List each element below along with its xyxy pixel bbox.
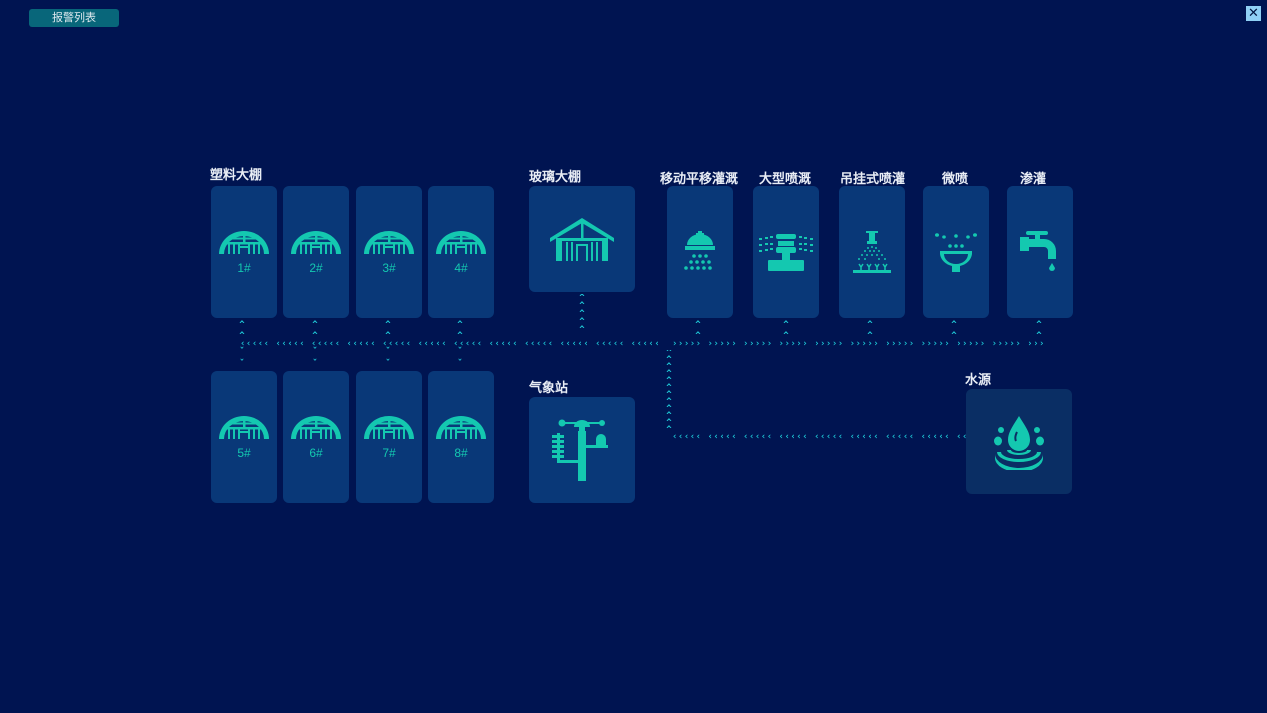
greenhouse-card-2[interactable]: 2# (283, 186, 349, 318)
pipe-to-micro-spray: ^^ (951, 320, 957, 341)
greenhouse-card-7[interactable]: 7# (356, 371, 422, 503)
main-pipe-left: ‹‹‹‹‹ ‹‹‹‹‹ ‹‹‹‹‹ ‹‹‹‹‹ ‹‹‹‹‹ ‹‹‹‹‹ ‹‹‹‹… (240, 339, 664, 349)
greenhouse-number: 2# (309, 261, 323, 275)
sprinkler-icon (759, 234, 813, 271)
glass-greenhouse-icon (550, 218, 614, 261)
pipe-to-glass-greenhouse: ^^^^^ (579, 294, 585, 335)
greenhouse-number: 5# (237, 446, 251, 460)
large-sprinkler-label: 大型喷溉 (759, 171, 812, 186)
greenhouse-number: 6# (309, 446, 323, 460)
plastic-greenhouse-label: 塑料大棚 (210, 167, 263, 182)
greenhouse-arch-icon (362, 414, 416, 440)
weather-station-icon (552, 419, 608, 481)
drip-irrigation-label: 渗灌 (1020, 171, 1047, 186)
greenhouse-number: 8# (454, 446, 468, 460)
glass-greenhouse-label: 玻璃大棚 (529, 169, 582, 184)
faucet-icon (1020, 231, 1056, 271)
pipe-to-greenhouse-4: ^^ (457, 320, 463, 341)
greenhouse-card-5[interactable]: 5# (211, 371, 277, 503)
pipe-to-greenhouse-1: ^^ (239, 320, 245, 341)
pipe-to-greenhouse-3: ^^ (385, 320, 391, 341)
pipe-to-large-sprinkler: ^^ (783, 320, 789, 341)
main-pipe-right: ››››› ››››› ››››› ››››› ››››› ››››› ››››… (672, 339, 1044, 349)
greenhouse-arch-icon (217, 229, 271, 255)
micro-spray-card[interactable] (923, 186, 989, 318)
weather-station-card[interactable] (529, 397, 635, 503)
trunk-pipe: ^^^^^^^^^^^^ (666, 350, 672, 435)
water-drop-icon (994, 415, 1044, 470)
pipe-to-greenhouse-8: ˇˇ (457, 347, 463, 369)
shower-icon (684, 231, 715, 270)
pipe-to-greenhouse-2: ^^ (312, 320, 318, 341)
water-source-card[interactable] (966, 389, 1072, 494)
pipe-to-greenhouse-5: ˇˇ (239, 347, 245, 369)
greenhouse-number: 3# (382, 261, 396, 275)
greenhouse-arch-icon (217, 414, 271, 440)
glass-greenhouse-card[interactable] (529, 186, 635, 292)
pipe-to-hanging-sprinkler: ^^ (867, 320, 873, 341)
micro-spray-label: 微喷 (942, 171, 969, 186)
greenhouse-arch-icon (289, 414, 343, 440)
large-sprinkler-card[interactable] (753, 186, 819, 318)
mobile-irrigation-label: 移动平移灌溉 (660, 171, 739, 186)
greenhouse-arch-icon (362, 229, 416, 255)
pipe-to-mobile-irrigation: ^^ (695, 320, 701, 341)
pipe-to-greenhouse-6: ˇˇ (312, 347, 318, 369)
hanging-sprinkler-label: 吊挂式喷灌 (840, 171, 906, 186)
greenhouse-card-1[interactable]: 1# (211, 186, 277, 318)
greenhouse-number: 7# (382, 446, 396, 460)
greenhouse-card-3[interactable]: 3# (356, 186, 422, 318)
greenhouse-card-4[interactable]: 4# (428, 186, 494, 318)
mobile-irrigation-card[interactable] (667, 186, 733, 318)
hanging-sprinkler-card[interactable] (839, 186, 905, 318)
drip-irrigation-card[interactable] (1007, 186, 1073, 318)
weather-station-label: 气象站 (529, 380, 569, 395)
greenhouse-number: 1# (237, 261, 251, 275)
close-icon: ✕ (1248, 5, 1259, 20)
hanging-sprinkler-icon (853, 231, 891, 273)
greenhouse-card-8[interactable]: 8# (428, 371, 494, 503)
pipe-to-drip-irrigation: ^^ (1036, 320, 1042, 341)
micro-spray-icon (935, 233, 977, 272)
greenhouse-arch-icon (434, 229, 488, 255)
water-source-label: 水源 (965, 372, 992, 387)
greenhouse-number: 4# (454, 261, 468, 275)
close-button[interactable]: ✕ (1246, 6, 1261, 21)
greenhouse-arch-icon (434, 414, 488, 440)
greenhouse-arch-icon (289, 229, 343, 255)
pipe-to-greenhouse-7: ˇˇ (385, 347, 391, 369)
greenhouse-card-6[interactable]: 6# (283, 371, 349, 503)
alarm-list-button[interactable]: 报警列表 (29, 9, 119, 27)
water-source-pipe: ‹‹‹‹‹ ‹‹‹‹‹ ‹‹‹‹‹ ‹‹‹‹‹ ‹‹‹‹‹ ‹‹‹‹‹ ‹‹‹‹… (672, 432, 966, 442)
